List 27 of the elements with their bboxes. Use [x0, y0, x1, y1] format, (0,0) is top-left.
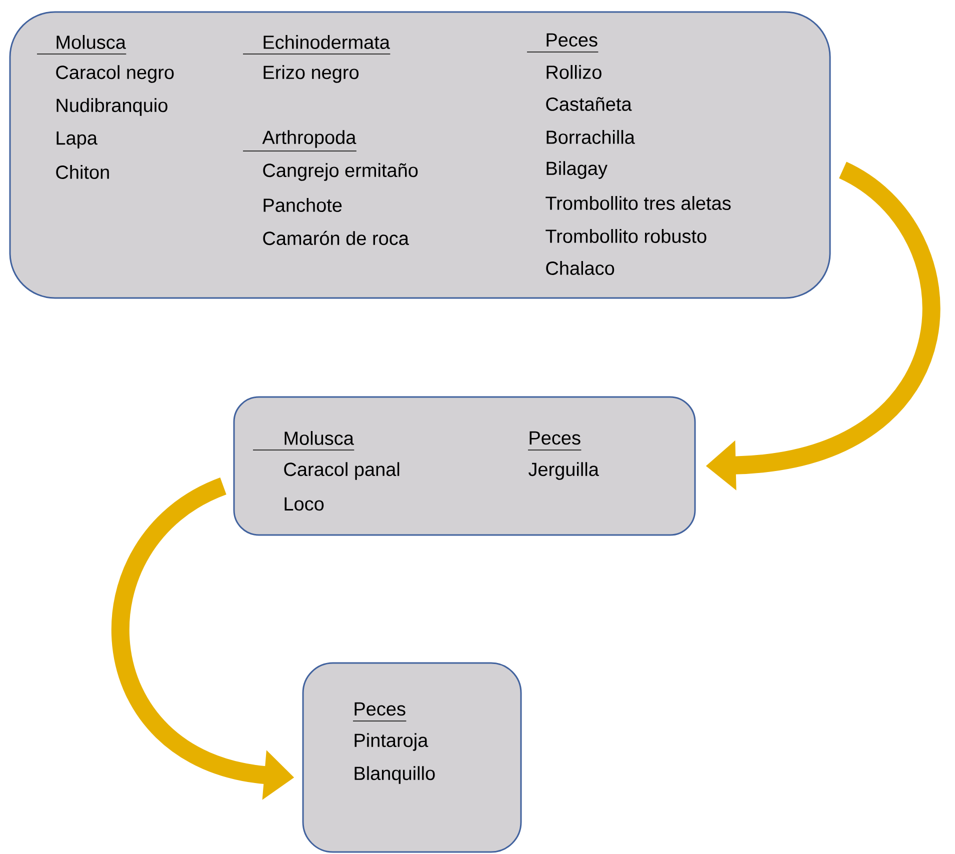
list-item: Camarón de roca	[263, 230, 409, 246]
underlined-heading: Peces	[526, 33, 599, 52]
list-item: Caracol negro	[56, 65, 174, 83]
list-item: Panchote	[264, 198, 342, 212]
underlined-heading: Echinodermata	[242, 35, 391, 54]
underlined-heading: Molusca	[252, 431, 355, 450]
list-item: Chalaco	[546, 261, 614, 275]
list-item: Lapa	[56, 132, 98, 148]
list-item: Chiton	[56, 165, 109, 179]
list-item: Loco	[284, 497, 324, 511]
underlined-heading: Peces	[528, 431, 582, 450]
list-item: Trombollito robusto	[546, 229, 706, 243]
list-item: Borrachilla	[546, 130, 635, 144]
list-item: Caracol panal	[284, 462, 400, 480]
list-item: Pintaroja	[354, 733, 428, 751]
underlined-heading: Molusca	[36, 35, 127, 54]
list-item: Trombollito tres aletas	[546, 196, 731, 210]
list-item: Blanquillo	[354, 766, 435, 784]
list-item: Jerguilla	[528, 462, 599, 480]
list-item: Castañeta	[546, 97, 632, 111]
underlined-heading: Peces	[352, 702, 407, 722]
list-item: Rollizo	[546, 65, 602, 79]
list-item: Cangrejo ermitaño	[263, 163, 418, 181]
underlined-heading: Arthropoda	[242, 130, 357, 152]
list-item: Bilagay	[546, 161, 608, 179]
list-item: Nudibranquio	[56, 98, 168, 116]
list-item: Erizo negro	[264, 65, 359, 83]
